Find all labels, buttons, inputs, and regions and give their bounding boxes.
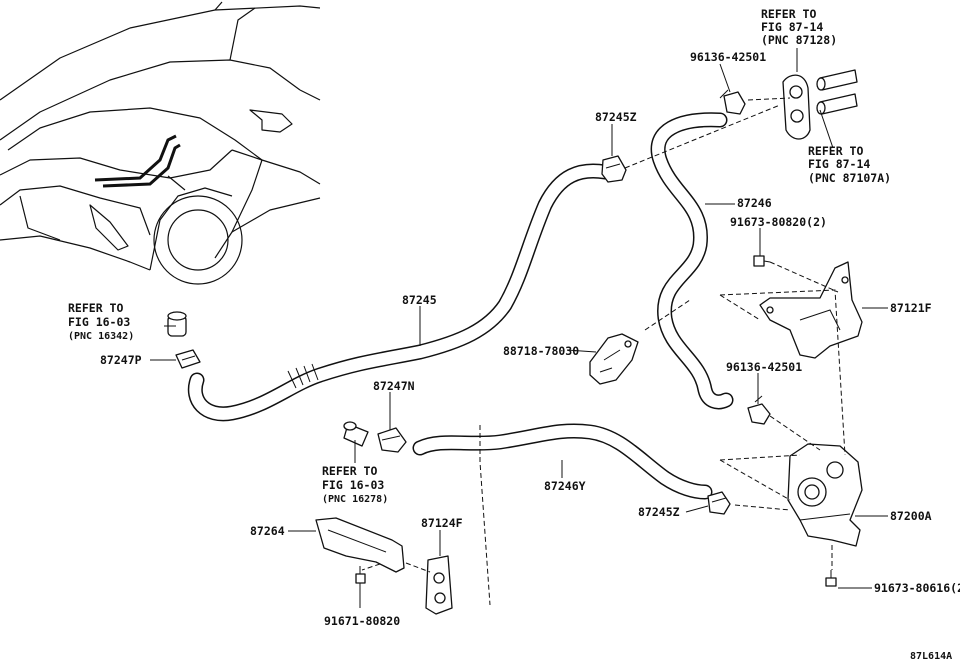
label-91673-bottom: 91673-80616(2) (874, 581, 960, 595)
hose-87245 (187, 163, 613, 422)
clamp-87245z-bottom (707, 491, 731, 515)
label-87200a: 87200A (890, 509, 932, 523)
hose-87246y (412, 423, 713, 500)
guide-lines (361, 97, 846, 606)
label-91671: 91671-80820 (324, 614, 400, 628)
svg-text:REFER TO: REFER TO (808, 144, 863, 158)
pipes-87107a (816, 69, 858, 115)
leader-lines (150, 48, 888, 608)
clamp-87247n (377, 427, 407, 453)
svg-text:FIG 16-03: FIG 16-03 (322, 478, 384, 492)
label-87247n: 87247N (373, 379, 415, 393)
bolt-91673-80820 (753, 255, 771, 267)
label-87245: 87245 (402, 293, 437, 307)
fitting-16278 (343, 421, 369, 447)
label-91673-top: 91673-80820(2) (730, 215, 827, 229)
bracket-87264 (315, 517, 405, 573)
figure-code: 87L614A (910, 651, 952, 662)
label-87264: 87264 (250, 524, 285, 538)
bolt-91673-80616 (825, 570, 837, 587)
clamp-96136-top (719, 89, 746, 115)
clamp-87245z-top (601, 155, 627, 183)
bolt-91671-80820 (355, 566, 366, 584)
label-87245z-bottom: 87245Z (638, 505, 680, 519)
ref-note-16342: REFER TO FIG 16-03 (PNC 16342) (68, 301, 134, 342)
label-87121f: 87121F (890, 301, 932, 315)
label-96136-mid: 96136-42501 (726, 360, 802, 374)
ref-note-87128: REFER TO FIG 87-14 (PNC 87128) (761, 7, 837, 47)
svg-text:(PNC 16342): (PNC 16342) (68, 331, 134, 342)
label-96136-top: 96136-42501 (690, 50, 766, 64)
svg-text:(PNC 16278): (PNC 16278) (322, 494, 388, 505)
svg-text:(PNC 87107A): (PNC 87107A) (808, 171, 891, 185)
svg-text:FIG 87-14: FIG 87-14 (761, 20, 823, 34)
svg-text:REFER TO: REFER TO (68, 301, 123, 315)
clamp-96136-mid (747, 395, 771, 425)
ref-note-16278: REFER TO FIG 16-03 (PNC 16278) (322, 464, 388, 505)
callout-labels: 87245Z 96136-42501 87246 91673-80820(2) … (100, 50, 960, 628)
hose-87246 (650, 112, 734, 410)
label-87247p: 87247P (100, 353, 142, 367)
ref-note-87107a: REFER TO FIG 87-14 (PNC 87107A) (808, 144, 891, 185)
valve-88718 (589, 333, 639, 385)
label-87246: 87246 (737, 196, 772, 210)
svg-text:REFER TO: REFER TO (761, 7, 816, 21)
svg-text:FIG 87-14: FIG 87-14 (808, 157, 870, 171)
grommet-87128 (782, 74, 811, 140)
label-87124f: 87124F (421, 516, 463, 530)
vehicle-illustration (0, 1, 321, 285)
bracket-87121f (759, 261, 863, 359)
label-87246y: 87246Y (544, 479, 586, 493)
svg-text:FIG 16-03: FIG 16-03 (68, 315, 130, 329)
bracket-87124f (425, 555, 453, 615)
svg-text:REFER TO: REFER TO (322, 464, 377, 478)
fitting-16342 (167, 311, 187, 337)
label-88718: 88718-78030 (503, 344, 579, 358)
label-87245z-top: 87245Z (595, 110, 637, 124)
pump-87200a (787, 443, 863, 547)
clamp-87247p (175, 349, 201, 369)
svg-text:(PNC 87128): (PNC 87128) (761, 33, 837, 47)
